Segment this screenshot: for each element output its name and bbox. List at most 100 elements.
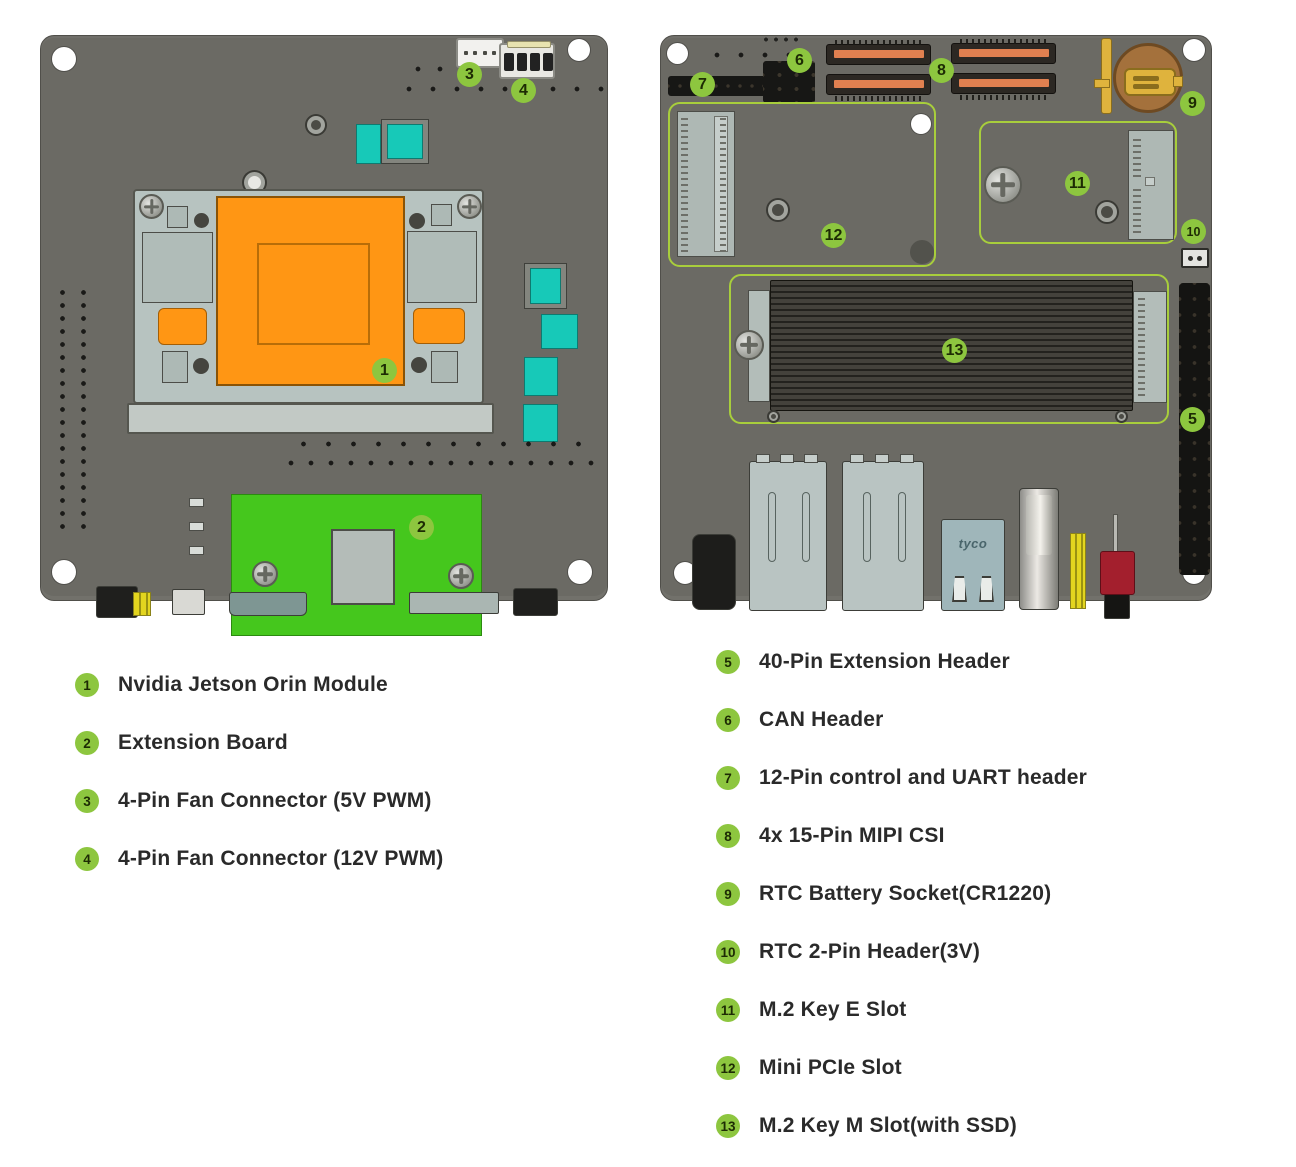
legend-badge-9: 9 [716, 882, 740, 906]
battery-clip [1094, 79, 1110, 88]
mipi-csi-connector [826, 74, 931, 101]
capacitor [524, 357, 558, 396]
connector-pins [960, 39, 1048, 44]
legend-item-8: 8 4x 15-Pin MIPI CSI [716, 824, 1087, 848]
memory-chip [142, 232, 213, 303]
legend-badge-3: 3 [75, 789, 99, 813]
connector-slot [959, 49, 1049, 57]
callout-5: 5 [1180, 407, 1205, 432]
legend-label-3: 4-Pin Fan Connector (5V PWM) [118, 789, 432, 812]
standoff [1097, 202, 1117, 222]
rtc-2pin-header [1181, 248, 1209, 268]
connector-latch [507, 41, 551, 48]
legend-item-5: 5 40-Pin Extension Header [716, 650, 1087, 674]
solder-pad [189, 522, 204, 531]
legend-badge-6: 6 [716, 708, 740, 732]
mounting-hole [674, 562, 696, 584]
usb-slot-line [802, 492, 810, 562]
usb-tab [850, 454, 864, 463]
usb-tab [875, 454, 889, 463]
mipi-csi-connector [826, 40, 931, 65]
ethernet-brand-label: tyco [958, 536, 988, 551]
legend-item-3: 3 4-Pin Fan Connector (5V PWM) [75, 789, 444, 813]
chip [431, 204, 452, 226]
legend-badge-5: 5 [716, 650, 740, 674]
legend-label-11: M.2 Key E Slot [759, 998, 907, 1021]
pin-header-pads [52, 286, 94, 533]
screw [139, 194, 164, 219]
mini-pcie-zone: 12 [668, 102, 936, 267]
chip [431, 351, 458, 383]
connector-pin [543, 53, 553, 71]
callout-7: 7 [690, 72, 715, 97]
fan-connector-12v [499, 41, 555, 79]
usb-slot-line [863, 492, 871, 562]
callout-13: 13 [942, 338, 967, 363]
mipi-csi-connector [951, 39, 1056, 64]
standoff [768, 200, 788, 220]
mounting-hole [568, 39, 590, 61]
legend-badge-12: 12 [716, 1056, 740, 1080]
mounting-hole [1183, 39, 1205, 61]
usb-tab [900, 454, 914, 463]
callout-6: 6 [787, 48, 812, 73]
port-black [96, 586, 138, 618]
battery-clip-arm [1101, 38, 1112, 114]
slot-pins [681, 116, 688, 252]
solder-pads [705, 50, 800, 60]
legend-label-4: 4-Pin Fan Connector (12V PWM) [118, 847, 444, 870]
retainer-tab [1173, 76, 1183, 87]
legend-left-column: 1 Nvidia Jetson Orin Module 2 Extension … [75, 673, 444, 871]
hdmi-port [229, 592, 307, 616]
component-yellow [1070, 533, 1086, 609]
legend-right-column: 5 40-Pin Extension Header 6 CAN Header 7… [716, 650, 1087, 1138]
usb-tab [756, 454, 770, 463]
connector-pins [835, 96, 923, 101]
standoff [769, 412, 778, 421]
usb-slot-line [768, 492, 776, 562]
m2-key-e-zone: 11 [979, 121, 1177, 244]
callout-1: 1 [372, 358, 397, 383]
screw [734, 330, 764, 360]
screw [252, 561, 278, 587]
m2-key-e-slot [1128, 130, 1174, 240]
port-gray [172, 589, 205, 615]
thermal-plate [216, 196, 405, 386]
component-dot [194, 213, 209, 228]
capacitor [541, 314, 578, 349]
callout-10: 10 [1181, 219, 1206, 244]
carrier-board-bottom-view: 7 6 8 9 12 [660, 35, 1212, 619]
callout-12: 12 [821, 223, 846, 248]
antenna-pin [1113, 514, 1118, 554]
retainer-line [1133, 76, 1159, 81]
component-yellow [133, 592, 151, 616]
solder-pads [397, 84, 607, 94]
mini-pcie-slot [677, 111, 735, 257]
component-dot [409, 213, 425, 229]
slot-pins [1133, 135, 1141, 177]
rj45-jack [331, 529, 395, 605]
retainer-line [1133, 84, 1159, 89]
legend-label-8: 4x 15-Pin MIPI CSI [759, 824, 945, 847]
solder-pads [281, 458, 601, 468]
component-orange [413, 308, 465, 344]
connector-pins [960, 95, 1048, 100]
connector-slot [834, 80, 924, 88]
mounting-hole [911, 114, 931, 134]
legend-label-13: M.2 Key M Slot(with SSD) [759, 1114, 1017, 1137]
connector-slot [959, 79, 1049, 87]
usb-tab [780, 454, 794, 463]
solder-pads [407, 64, 453, 74]
legend-item-2: 2 Extension Board [75, 731, 444, 755]
metal-connector [1019, 488, 1059, 610]
legend-badge-7: 7 [716, 766, 740, 790]
legend-item-9: 9 RTC Battery Socket(CR1220) [716, 882, 1087, 906]
sodimm-connector [127, 403, 494, 434]
legend-label-5: 40-Pin Extension Header [759, 650, 1010, 673]
jetson-orin-module [133, 189, 484, 404]
carrier-board-top-view: 3 4 1 [40, 35, 608, 636]
callout-11: 11 [1065, 171, 1090, 196]
legend-label-9: RTC Battery Socket(CR1220) [759, 882, 1052, 905]
legend-label-6: CAN Header [759, 708, 884, 731]
slot-pins [720, 116, 726, 252]
